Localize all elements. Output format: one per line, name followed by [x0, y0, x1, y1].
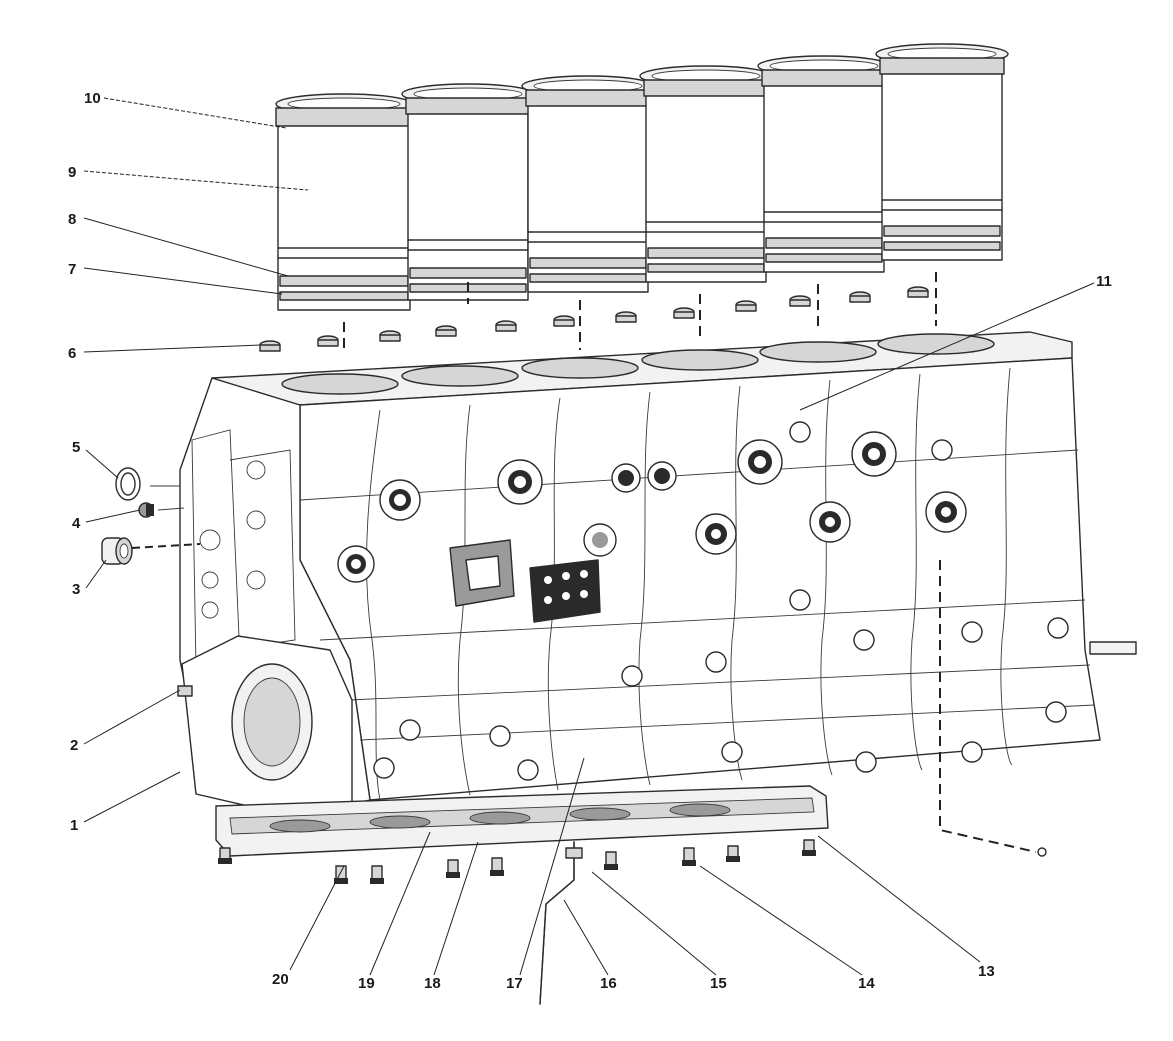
callout-14: 14 [858, 975, 875, 992]
cylinder-liner-1 [275, 93, 413, 311]
cylinder-liner-3 [521, 75, 655, 293]
callout-3: 3 [72, 581, 80, 598]
dashed-drain-path [939, 560, 1037, 853]
callout-13: 13 [978, 963, 995, 980]
callout-7: 7 [68, 261, 76, 278]
bearing-girdle [215, 785, 829, 1005]
callout-15: 15 [710, 975, 727, 992]
callout-4: 4 [72, 515, 81, 532]
block-ribs [299, 367, 1096, 801]
cylinder-liner-4 [639, 65, 773, 283]
callout-11: 11 [1096, 273, 1112, 290]
callout-16: 16 [600, 975, 617, 992]
callout-1: 1 [70, 817, 78, 834]
callout-6: 6 [68, 345, 76, 362]
deck-plugs [259, 286, 929, 352]
sleeve-bushing [101, 537, 133, 565]
callout-17: 17 [506, 975, 523, 992]
callout-2: 2 [70, 737, 78, 754]
callout-19: 19 [358, 975, 375, 992]
callout-8: 8 [68, 211, 76, 228]
callout-9: 9 [68, 164, 76, 181]
engine-block [177, 331, 1137, 819]
main-bearing-lugs [373, 421, 1069, 781]
block-bosses [337, 431, 967, 583]
small-plug [138, 502, 154, 518]
callout-5: 5 [72, 439, 80, 456]
leader-lines [83, 97, 1095, 976]
cover-pad-right [529, 559, 601, 623]
girdle-bolts [218, 839, 816, 884]
cylinder-liner-6 [875, 43, 1009, 261]
cylinder-liner-2 [401, 83, 535, 301]
loose-parts [101, 467, 201, 565]
cylinder-liner-5 [757, 55, 891, 273]
ring-seal [115, 467, 141, 501]
callout-18: 18 [424, 975, 441, 992]
shaft-stub [1089, 641, 1137, 655]
callout-20: 20 [272, 971, 289, 988]
callout-10: 10 [84, 90, 101, 107]
cylinder-liners [275, 43, 1009, 350]
drain-plug [1037, 847, 1047, 857]
callout-labels: 10 9 8 7 6 11 5 4 3 2 1 13 14 15 16 17 1… [68, 90, 1112, 992]
liner-alignment-lines [343, 272, 937, 350]
dowel-pin [177, 685, 193, 697]
cylinder-bores [281, 333, 995, 395]
